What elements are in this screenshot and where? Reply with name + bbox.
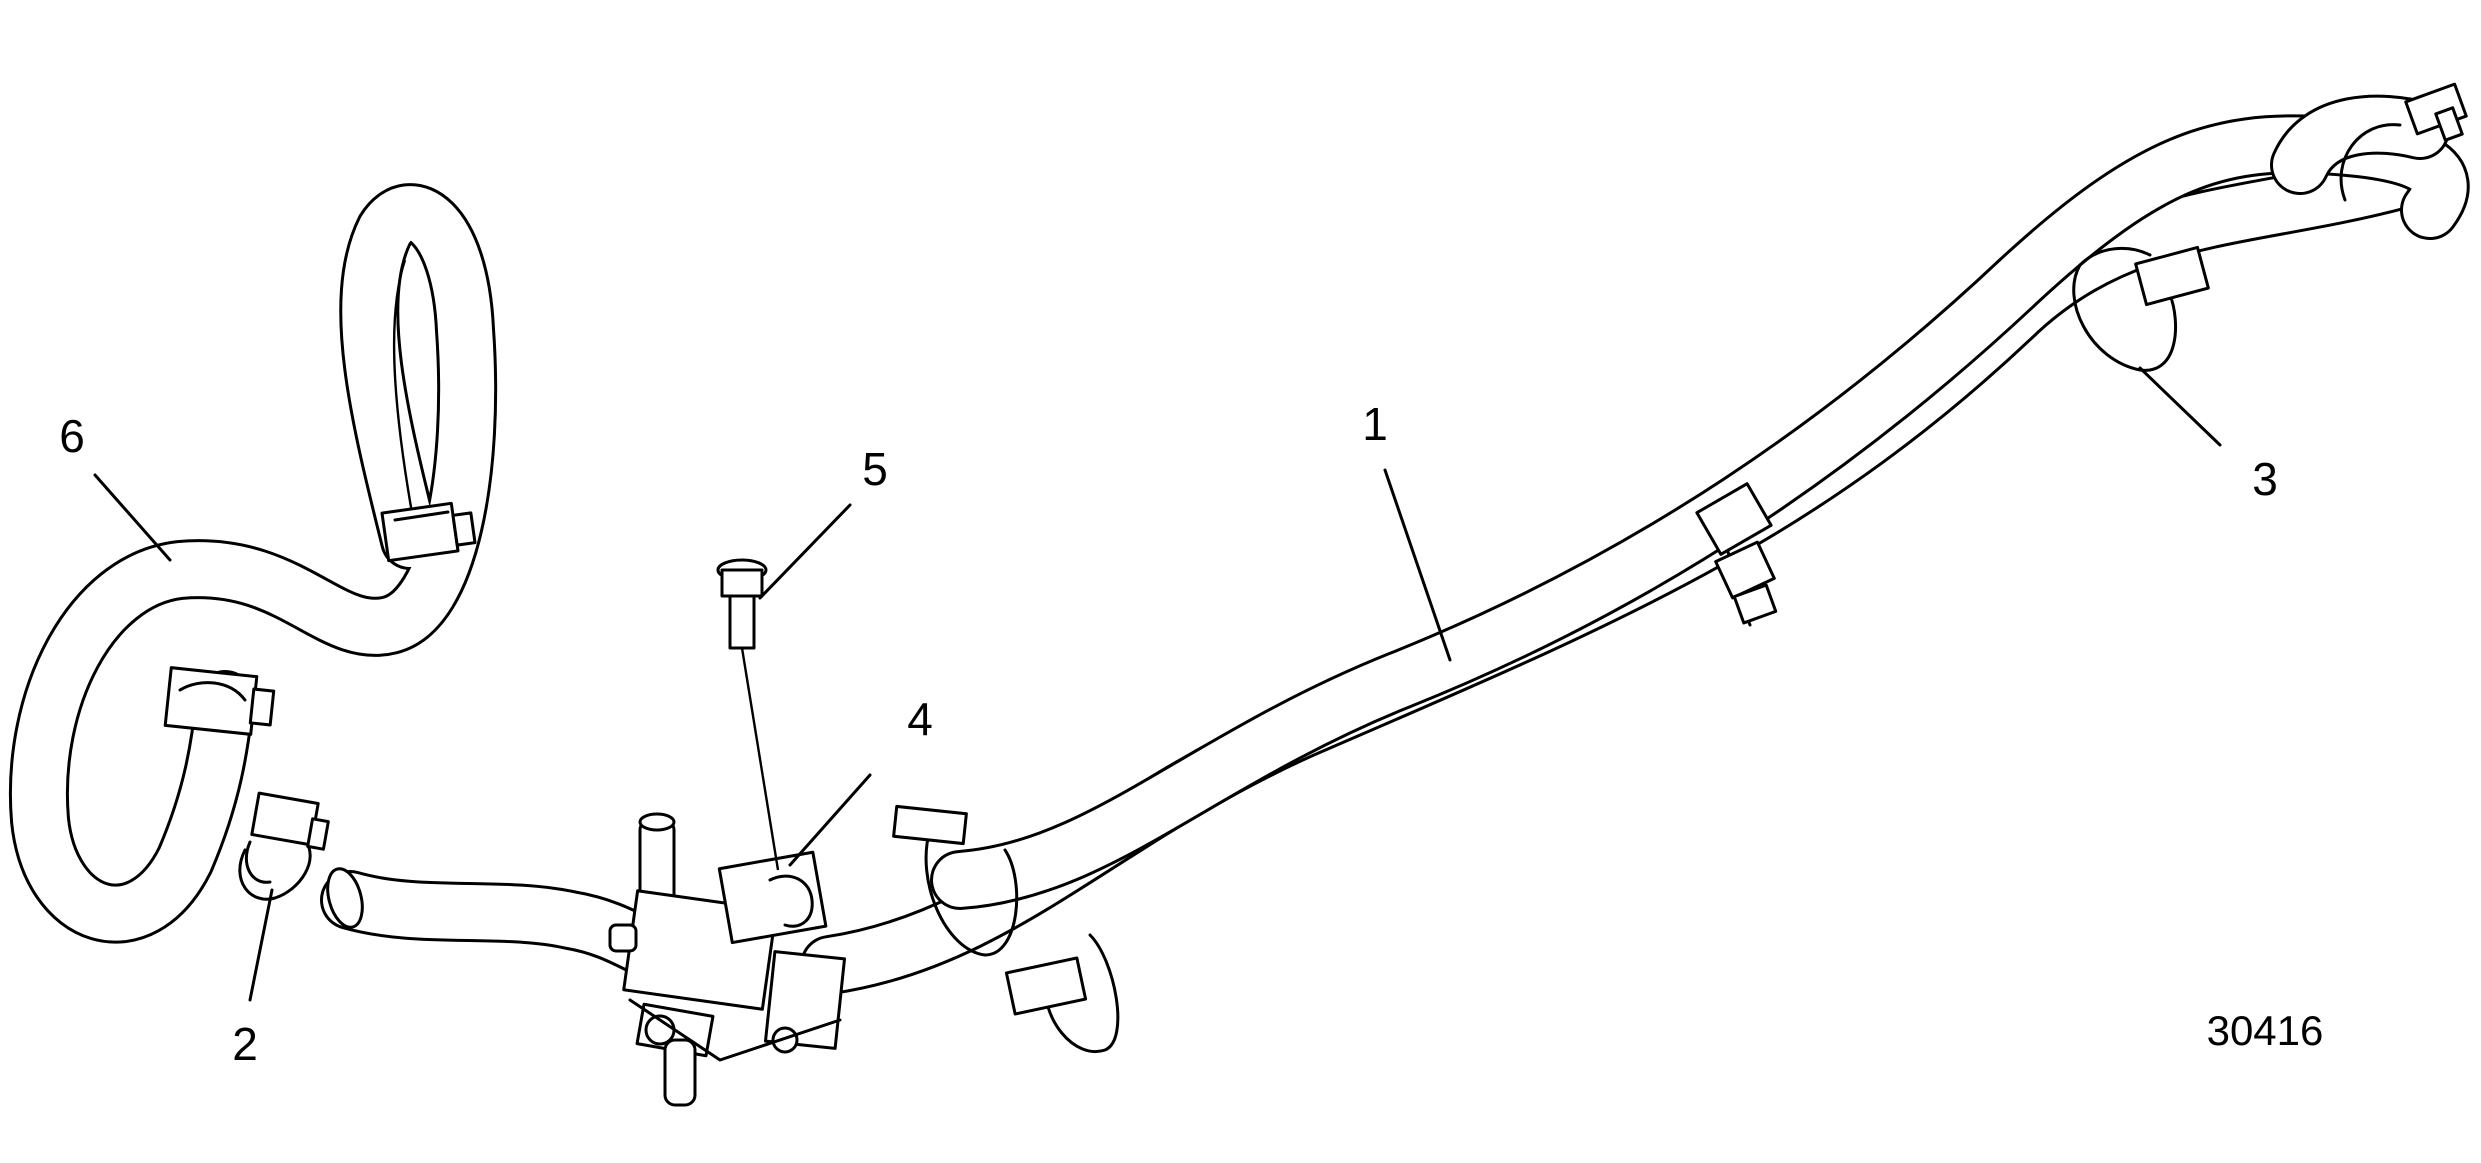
leader-1 — [1383, 468, 1452, 662]
hose-clamp-end — [2339, 82, 2468, 202]
hose-clamp-upper — [380, 501, 477, 563]
leader-6 — [93, 473, 172, 562]
callout-4: 4 — [907, 693, 933, 745]
hose-assembly-part-1 — [800, 94, 2470, 995]
leader-5 — [758, 503, 852, 600]
callout-6: 6 — [59, 410, 85, 462]
leader-2 — [248, 888, 274, 1002]
leader-4 — [788, 773, 872, 867]
hose-part-6 — [8, 183, 498, 944]
clamp-part-2 — [238, 791, 330, 901]
callout-2: 2 — [232, 1018, 258, 1070]
tee-fitting-part-4 — [608, 812, 847, 1107]
hose-clamp-part-3 — [2072, 245, 2210, 372]
tee-inlet-hose — [320, 867, 670, 975]
figure-number: 30416 — [2207, 1007, 2324, 1054]
bolt-part-5 — [716, 558, 780, 871]
callout-5: 5 — [862, 443, 888, 495]
leader-lines — [93, 366, 2222, 1002]
hose-clamp-lower — [163, 666, 276, 736]
hose-clamp-upper-tee — [892, 804, 1019, 957]
leader-3 — [2138, 366, 2222, 447]
hose-clamp-lower-right — [1004, 933, 1120, 1053]
callout-1: 1 — [1362, 398, 1388, 450]
callout-3: 3 — [2252, 453, 2278, 505]
hose-clamp-mid — [1695, 482, 1778, 627]
